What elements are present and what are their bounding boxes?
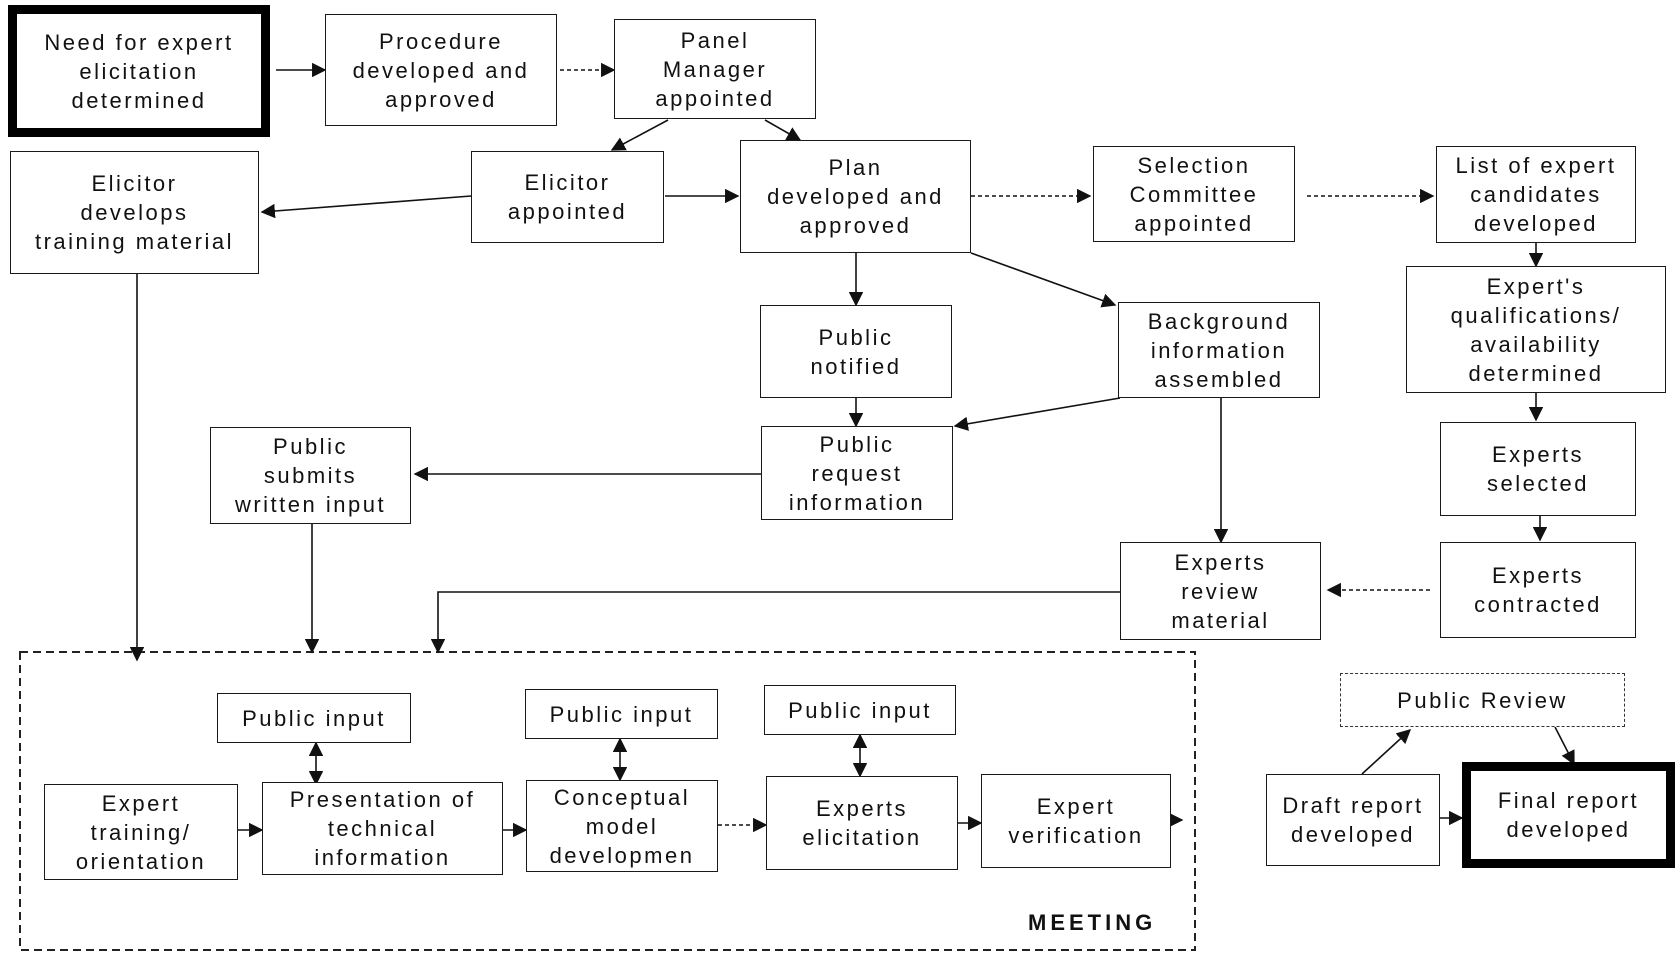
- public-input-box-2: Public input: [525, 689, 718, 739]
- need-determined-box: Need for expert elicitation determined: [8, 5, 270, 137]
- panel-manager-box: Panel Manager appointed: [614, 19, 816, 119]
- public-notified-box: Public notified: [760, 305, 952, 398]
- arrow-panel-elicitor: [610, 119, 669, 151]
- public-input-box-1: Public input: [217, 693, 411, 743]
- arrow-plan-background: [970, 252, 1117, 308]
- background-box: Background information assembled: [1118, 302, 1320, 398]
- expert-training-box: Expert training/ orientation: [44, 784, 238, 880]
- plan-box: Plan developed and approved: [740, 140, 971, 253]
- arrow-panel-plan: [764, 119, 802, 141]
- conceptual-model-box: Conceptual model developmen: [526, 780, 718, 872]
- experts-selected-box: Experts selected: [1440, 422, 1636, 516]
- public-review-box: Public Review: [1340, 673, 1625, 727]
- public-input-box-3: Public input: [764, 685, 956, 735]
- arrow-elicitor-training: [260, 195, 472, 219]
- experts-review-box: Experts review material: [1120, 542, 1321, 640]
- qualifications-box: Expert's qualifications/ availability de…: [1406, 266, 1666, 393]
- experts-contracted-box: Experts contracted: [1440, 542, 1636, 638]
- candidates-box: List of expert candidates developed: [1436, 146, 1636, 243]
- draft-report-box: Draft report developed: [1266, 774, 1440, 866]
- arrow-draft-public-review: [1361, 729, 1412, 775]
- procedure-box: Procedure developed and approved: [325, 14, 557, 126]
- meeting-label: MEETING: [1028, 910, 1157, 935]
- arrow-public-review-final: [1554, 726, 1575, 766]
- elicitor-appointed-box: Elicitor appointed: [471, 151, 664, 243]
- public-request-box: Public request information: [761, 426, 953, 520]
- expert-verification-box: Expert verification: [981, 774, 1171, 868]
- elicitor-training-box: Elicitor develops training material: [10, 151, 259, 274]
- selection-committee-box: Selection Committee appointed: [1093, 146, 1295, 242]
- arrow-review-presentation: [430, 591, 1120, 654]
- final-report-box: Final report developed: [1462, 762, 1675, 868]
- public-submits-box: Public submits written input: [210, 427, 411, 524]
- presentation-box: Presentation of technical information: [262, 782, 503, 875]
- experts-elicitation-box: Experts elicitation: [766, 776, 958, 870]
- meeting-region: [19, 651, 1196, 951]
- arrow-background-request: [953, 397, 1121, 431]
